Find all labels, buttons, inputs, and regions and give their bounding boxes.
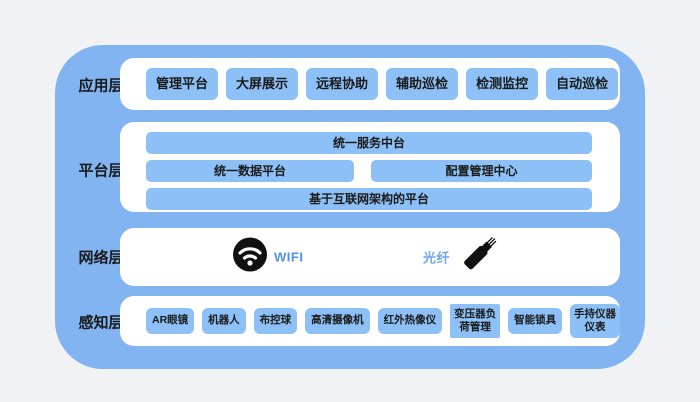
layer-label-perception: 感知层 bbox=[78, 314, 124, 332]
wifi-group: WIFI bbox=[232, 237, 303, 278]
wifi-label: WIFI bbox=[274, 249, 304, 265]
sense-item-hd-camera: 高清摄像机 bbox=[305, 308, 370, 334]
sense-item-ar-glasses: AR眼镜 bbox=[146, 308, 195, 334]
architecture-diagram-panel: 应用层 平台层 网络层 感知层 管理平台 大屏展示 远程协助 辅助巡检 检测监控… bbox=[55, 45, 645, 369]
app-item-assisted-inspection: 辅助巡检 bbox=[386, 68, 459, 100]
optical-fiber-icon bbox=[456, 232, 502, 283]
platform-bar-unified-data: 统一数据平台 bbox=[146, 160, 354, 182]
layer-label-platform: 平台层 bbox=[78, 162, 124, 180]
layer-label-network: 网络层 bbox=[78, 249, 124, 267]
platform-bar-unified-service: 统一服务中台 bbox=[146, 132, 592, 154]
wifi-icon bbox=[232, 237, 268, 278]
optical-fiber-label: 光纤 bbox=[423, 250, 451, 266]
network-layer-container: WIFI 光纤 bbox=[120, 228, 620, 286]
optical-fiber-group: 光纤 bbox=[423, 232, 502, 283]
layer-label-application: 应用层 bbox=[78, 77, 124, 95]
app-item-remote-assist: 远程协助 bbox=[306, 68, 379, 100]
perception-layer-container: AR眼镜 机器人 布控球 高清摄像机 红外热像仪 变压器负荷管理 智能锁具 手持… bbox=[120, 296, 620, 346]
app-item-detection-monitoring: 检测监控 bbox=[466, 68, 539, 100]
sense-item-robot: 机器人 bbox=[202, 308, 246, 334]
app-item-auto-inspection: 自动巡检 bbox=[546, 68, 619, 100]
sense-item-transformer-load-management: 变压器负荷管理 bbox=[450, 303, 501, 339]
sense-item-deploy-ball: 布控球 bbox=[253, 308, 298, 334]
platform-bar-internet-architecture: 基于互联网架构的平台 bbox=[146, 188, 592, 210]
sense-item-infrared-thermal-imager: 红外热像仪 bbox=[377, 308, 443, 334]
app-item-big-screen-display: 大屏展示 bbox=[226, 68, 299, 100]
platform-layer-container: 统一服务中台 统一数据平台 配置管理中心 基于互联网架构的平台 bbox=[120, 122, 620, 212]
app-item-management-platform: 管理平台 bbox=[146, 68, 219, 100]
application-layer-container: 管理平台 大屏展示 远程协助 辅助巡检 检测监控 自动巡检 bbox=[120, 58, 620, 110]
sense-item-handheld-instruments: 手持仪器仪表 bbox=[570, 303, 620, 339]
platform-bar-config-center: 配置管理中心 bbox=[371, 160, 592, 182]
sense-item-smart-lock: 智能锁具 bbox=[508, 308, 563, 334]
